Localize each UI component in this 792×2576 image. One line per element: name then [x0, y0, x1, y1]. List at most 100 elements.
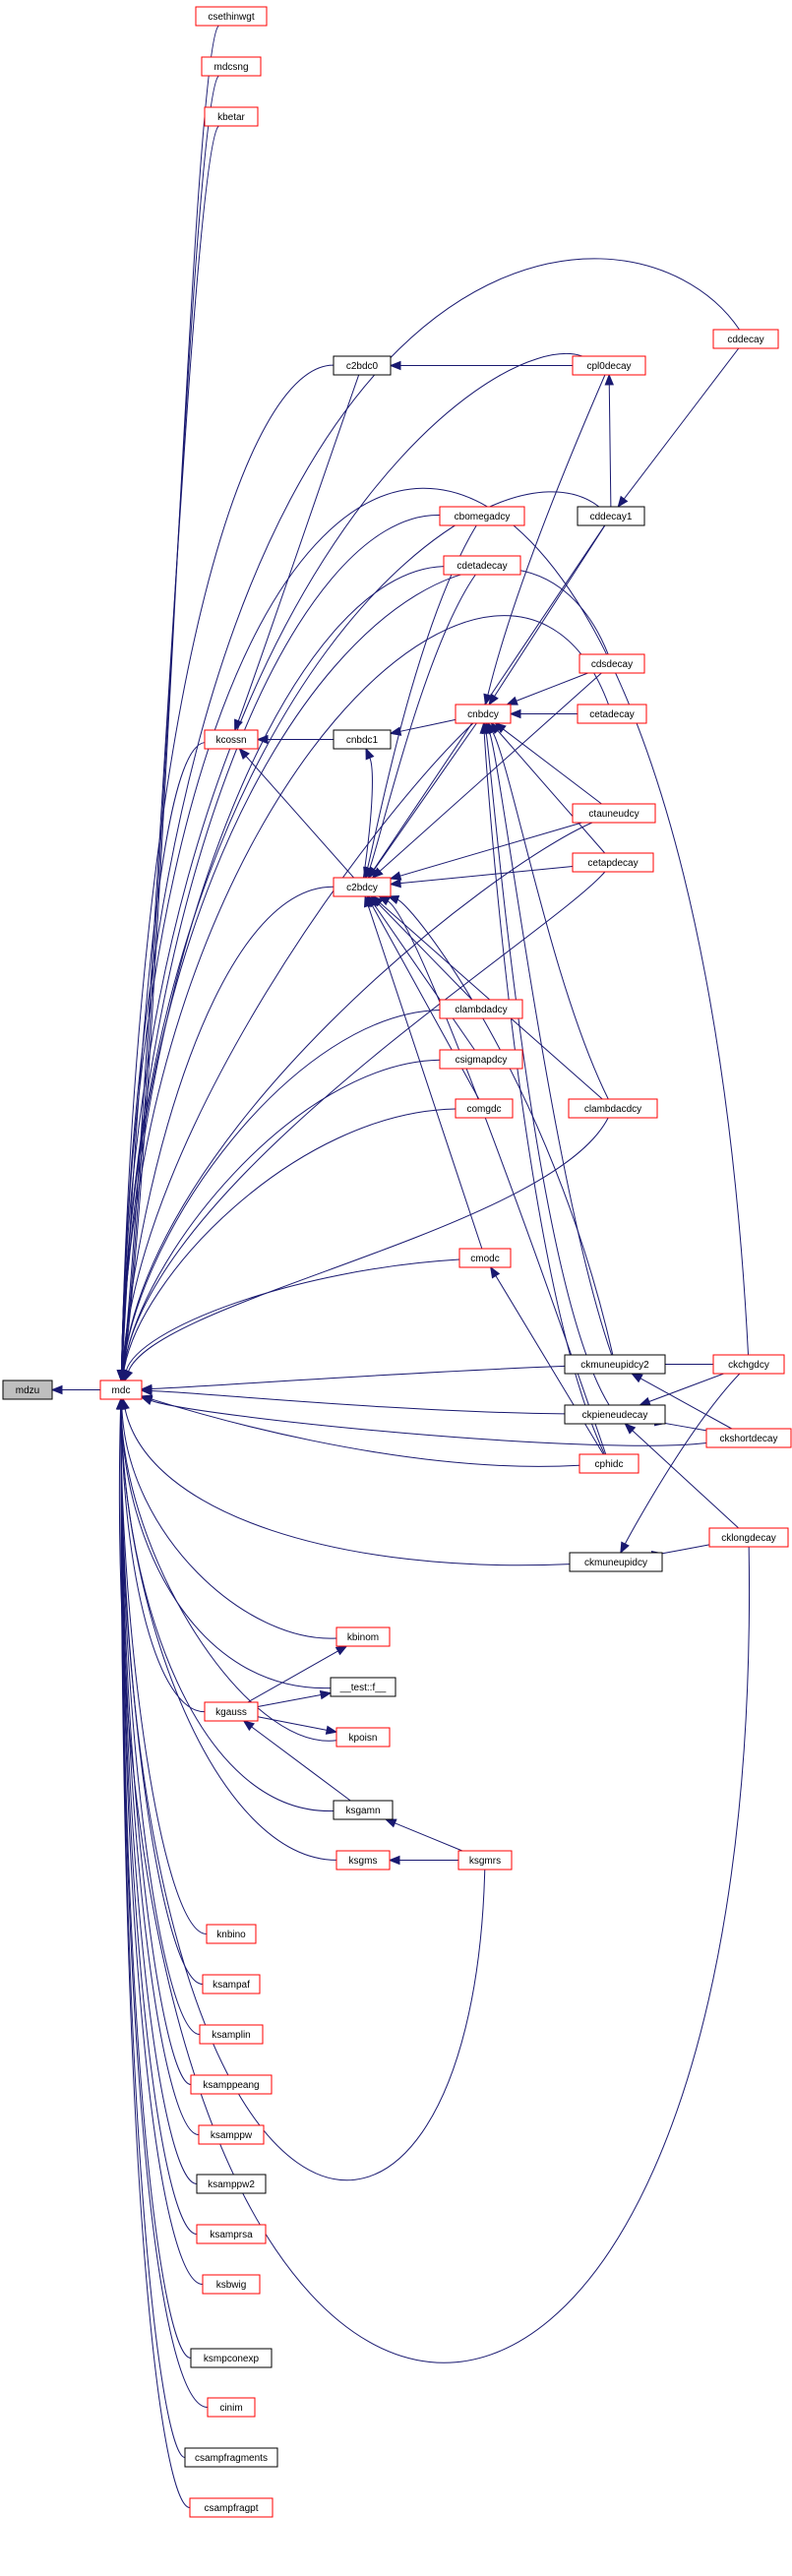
- node-ksamppeang[interactable]: ksamppeang: [190, 2074, 273, 2095]
- node-ksgmrs[interactable]: ksgmrs: [457, 1850, 513, 1871]
- node-box: [439, 1049, 523, 1070]
- node-label: cdetadecay: [457, 561, 507, 572]
- node-box: [189, 2497, 274, 2518]
- node-label: ksamppw: [211, 2130, 253, 2141]
- node-ctauneudcy[interactable]: ctauneudcy: [572, 803, 656, 824]
- node-label: ckmuneupidcy: [584, 1558, 647, 1568]
- edge-line: [128, 1117, 609, 1372]
- node-label: ksamprsa: [210, 2230, 253, 2240]
- node-mdcsng[interactable]: mdcsng: [201, 56, 262, 77]
- edge-line: [483, 732, 605, 1455]
- node-cnbdc1[interactable]: cnbdc1: [333, 729, 392, 750]
- edge-line: [373, 722, 477, 871]
- node-ksmpconexp[interactable]: ksmpconexp: [190, 2348, 273, 2368]
- edge-arrowhead: [624, 1423, 637, 1435]
- edge-line: [489, 732, 613, 1356]
- node-box: [2, 1380, 53, 1400]
- node-ckmuneupidcy[interactable]: ckmuneupidcy: [569, 1552, 663, 1572]
- node-box: [564, 1404, 666, 1425]
- node-ksamplin[interactable]: ksamplin: [199, 2024, 264, 2045]
- edge-arrowhead: [620, 1541, 630, 1555]
- node-box: [184, 2447, 278, 2468]
- node-cetapdecay[interactable]: cetapdecay: [572, 852, 654, 873]
- node-cddecay1[interactable]: cddecay1: [577, 506, 645, 526]
- node-c2bdcy[interactable]: c2bdcy: [333, 877, 392, 897]
- edge-line: [121, 514, 441, 1372]
- node-test[interactable]: __test::f__: [330, 1677, 396, 1697]
- node-kcossn[interactable]: kcossn: [204, 729, 259, 750]
- node-cdsdecay[interactable]: cdsdecay: [579, 653, 645, 674]
- node-knbino[interactable]: knbino: [206, 1924, 257, 1944]
- edge-arrowhead: [479, 721, 489, 734]
- node-ksgms[interactable]: ksgms: [335, 1850, 391, 1871]
- edge-line: [120, 1408, 198, 2184]
- call-edges: [50, 25, 750, 2508]
- node-label: clambdacdcy: [584, 1104, 641, 1115]
- node-csampfragments[interactable]: csampfragments: [184, 2447, 278, 2468]
- node-box: [199, 2024, 264, 2045]
- node-ksamppw2[interactable]: ksamppw2: [196, 2174, 267, 2194]
- node-cbomegadcy[interactable]: cbomegadcy: [439, 506, 525, 526]
- node-csigmapdcy[interactable]: csigmapdcy: [439, 1049, 523, 1070]
- node-c2bdc0[interactable]: c2bdc0: [333, 355, 392, 376]
- node-ksamppw[interactable]: ksamppw: [198, 2124, 265, 2145]
- node-ksgamn[interactable]: ksgamn: [333, 1800, 394, 1820]
- node-ksbwig[interactable]: ksbwig: [202, 2274, 261, 2295]
- edge-ckpieneudecay-to-mdc: [140, 1385, 566, 1415]
- node-cpl0decay[interactable]: cpl0decay: [572, 355, 646, 376]
- node-cetadecay[interactable]: cetadecay: [577, 704, 647, 724]
- node-cnbdcy[interactable]: cnbdcy: [455, 704, 512, 724]
- edge-line: [503, 728, 602, 805]
- node-ckchgdcy[interactable]: ckchgdcy: [712, 1354, 785, 1375]
- node-label: cphidc: [595, 1459, 624, 1470]
- node-cphidc[interactable]: cphidc: [579, 1453, 640, 1474]
- node-ksampaf[interactable]: ksampaf: [202, 1974, 261, 1994]
- edge-line: [120, 1408, 335, 1811]
- node-box: [206, 1924, 257, 1944]
- node-cddecay[interactable]: cddecay: [712, 329, 779, 349]
- node-mdc[interactable]: mdc: [99, 1380, 143, 1400]
- node-box: [198, 2124, 265, 2145]
- node-cmodc[interactable]: cmodc: [458, 1248, 512, 1268]
- node-label: cklongdecay: [721, 1533, 776, 1544]
- node-label: ckpieneudecay: [582, 1410, 648, 1421]
- node-kbinom[interactable]: kbinom: [335, 1626, 391, 1647]
- edge-arrowhead: [116, 1370, 127, 1382]
- edge-c2bdc0-to-mdc: [116, 364, 335, 1382]
- node-clambdacdcy[interactable]: clambdacdcy: [568, 1098, 658, 1119]
- node-label: ksampaf: [213, 1980, 250, 1991]
- node-clambdadcy[interactable]: clambdadcy: [439, 999, 523, 1019]
- node-ckshortdecay[interactable]: ckshortdecay: [705, 1428, 792, 1448]
- node-kbetar[interactable]: kbetar: [204, 106, 259, 127]
- node-box: [577, 704, 647, 724]
- node-kpoisn[interactable]: kpoisn: [335, 1727, 391, 1748]
- node-label: csampfragpt: [204, 2503, 258, 2514]
- edge-clambdacdcy-to-cnbdcy: [487, 721, 609, 1100]
- edge-mdcsng-to-mdc: [118, 75, 219, 1382]
- node-cinim[interactable]: cinim: [207, 2397, 256, 2418]
- edge-line: [494, 524, 606, 697]
- edge-cetapdecay-to-c2bdcy: [389, 866, 574, 889]
- node-csampfragpt[interactable]: csampfragpt: [189, 2497, 274, 2518]
- edge-line: [399, 866, 574, 885]
- node-ckmuneupidcy2[interactable]: ckmuneupidcy2: [564, 1354, 666, 1375]
- edge-cetapdecay-to-mdc: [118, 871, 606, 1382]
- node-ksamprsa[interactable]: ksamprsa: [196, 2224, 267, 2244]
- edge-ctauneudcy-to-mdc: [118, 822, 593, 1382]
- node-ckpieneudecay[interactable]: ckpieneudecay: [564, 1404, 666, 1425]
- node-box: [458, 1248, 512, 1268]
- node-box: [195, 6, 268, 27]
- node-cklongdecay[interactable]: cklongdecay: [708, 1527, 789, 1548]
- node-kgauss[interactable]: kgauss: [204, 1701, 259, 1722]
- node-csethinwgt[interactable]: csethinwgt: [195, 6, 268, 27]
- edge-ckshortdecay-to-ckmuneupidcy2: [631, 1373, 733, 1430]
- node-comgdc[interactable]: comgdc: [455, 1098, 514, 1119]
- edge-cphidc-to-cmodc: [490, 1265, 604, 1455]
- edge-line: [120, 352, 582, 1372]
- edge-line: [120, 258, 740, 1372]
- edge-line: [120, 364, 335, 1372]
- edge-line: [120, 487, 750, 1372]
- node-mdzu[interactable]: mdzu: [2, 1380, 53, 1400]
- node-box: [572, 355, 646, 376]
- node-cdetadecay[interactable]: cdetadecay: [443, 555, 521, 576]
